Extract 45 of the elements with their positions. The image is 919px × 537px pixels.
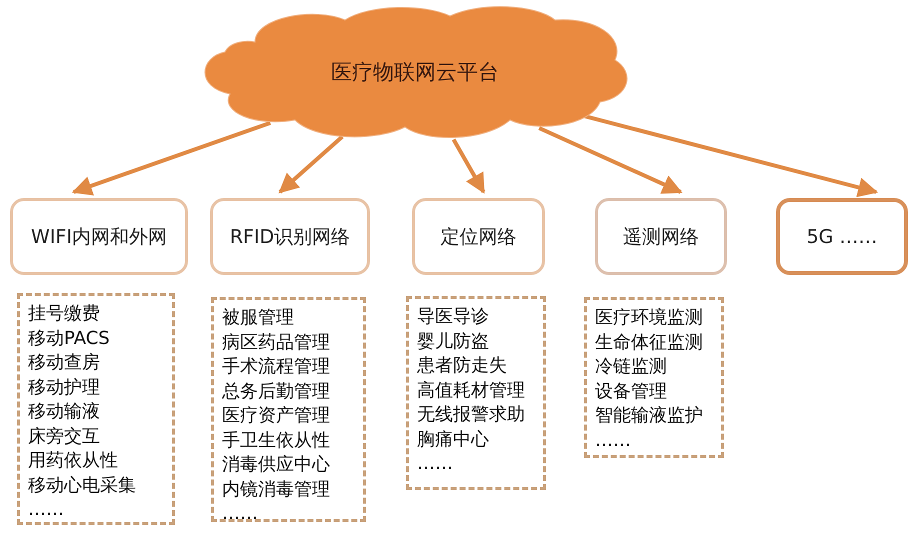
list-item: 导医导诊	[417, 305, 490, 329]
network-box: 定位网络	[412, 198, 545, 275]
list-item: 内镜消毒管理	[222, 478, 331, 502]
list-item: 患者防走失	[417, 354, 508, 378]
list-item: 移动PACS	[28, 326, 111, 350]
list-item: 医疗资产管理	[222, 404, 331, 428]
list-item: ……	[222, 502, 259, 526]
list-item: 用药依从性	[28, 449, 119, 473]
list-item: 移动心电采集	[28, 474, 137, 498]
list-item: 冷链监测	[595, 355, 668, 379]
list-item: 胸痛中心	[417, 428, 490, 452]
list-item: 床旁交互	[28, 424, 101, 448]
list-item: 手卫生依从性	[222, 428, 331, 452]
arrow	[452, 138, 486, 194]
list-item: 挂号缴费	[28, 302, 101, 326]
list-item: 总务后勤管理	[222, 380, 331, 404]
network-box: RFID识别网络	[210, 198, 370, 275]
network-box: 5G ……	[776, 198, 908, 275]
list-item: 病区药品管理	[222, 330, 331, 354]
list-item: ……	[417, 452, 454, 476]
network-box: WIFI内网和外网	[10, 198, 188, 275]
dashed-list-box	[584, 297, 724, 458]
list-item: 移动输液	[28, 400, 101, 424]
arrow	[538, 126, 682, 194]
list-item: 高值耗材管理	[417, 378, 526, 402]
list-item: 婴儿防盗	[417, 330, 490, 354]
dashed-list-box	[406, 296, 546, 490]
list-item: 智能输液监护	[595, 404, 704, 428]
cloud-title: 医疗物联网云平台	[331, 59, 499, 86]
arrow	[278, 135, 344, 194]
list-item: 医疗环境监测	[595, 306, 704, 330]
list-item: ……	[595, 428, 632, 452]
list-item: 移动护理	[28, 376, 101, 400]
dashed-list-box	[211, 297, 366, 522]
list-item: 无线报警求助	[417, 403, 526, 427]
list-item: 手术流程管理	[222, 355, 331, 379]
network-box: 遥测网络	[595, 198, 727, 275]
list-item: 被服管理	[222, 306, 295, 330]
list-item: 消毒供应中心	[222, 453, 331, 477]
dashed-list-box	[17, 293, 175, 525]
arrow	[72, 120, 271, 196]
list-item: 设备管理	[595, 380, 668, 404]
list-item: 生命体征监测	[595, 330, 704, 354]
list-item: ……	[28, 498, 65, 522]
list-item: 移动查房	[28, 351, 101, 375]
